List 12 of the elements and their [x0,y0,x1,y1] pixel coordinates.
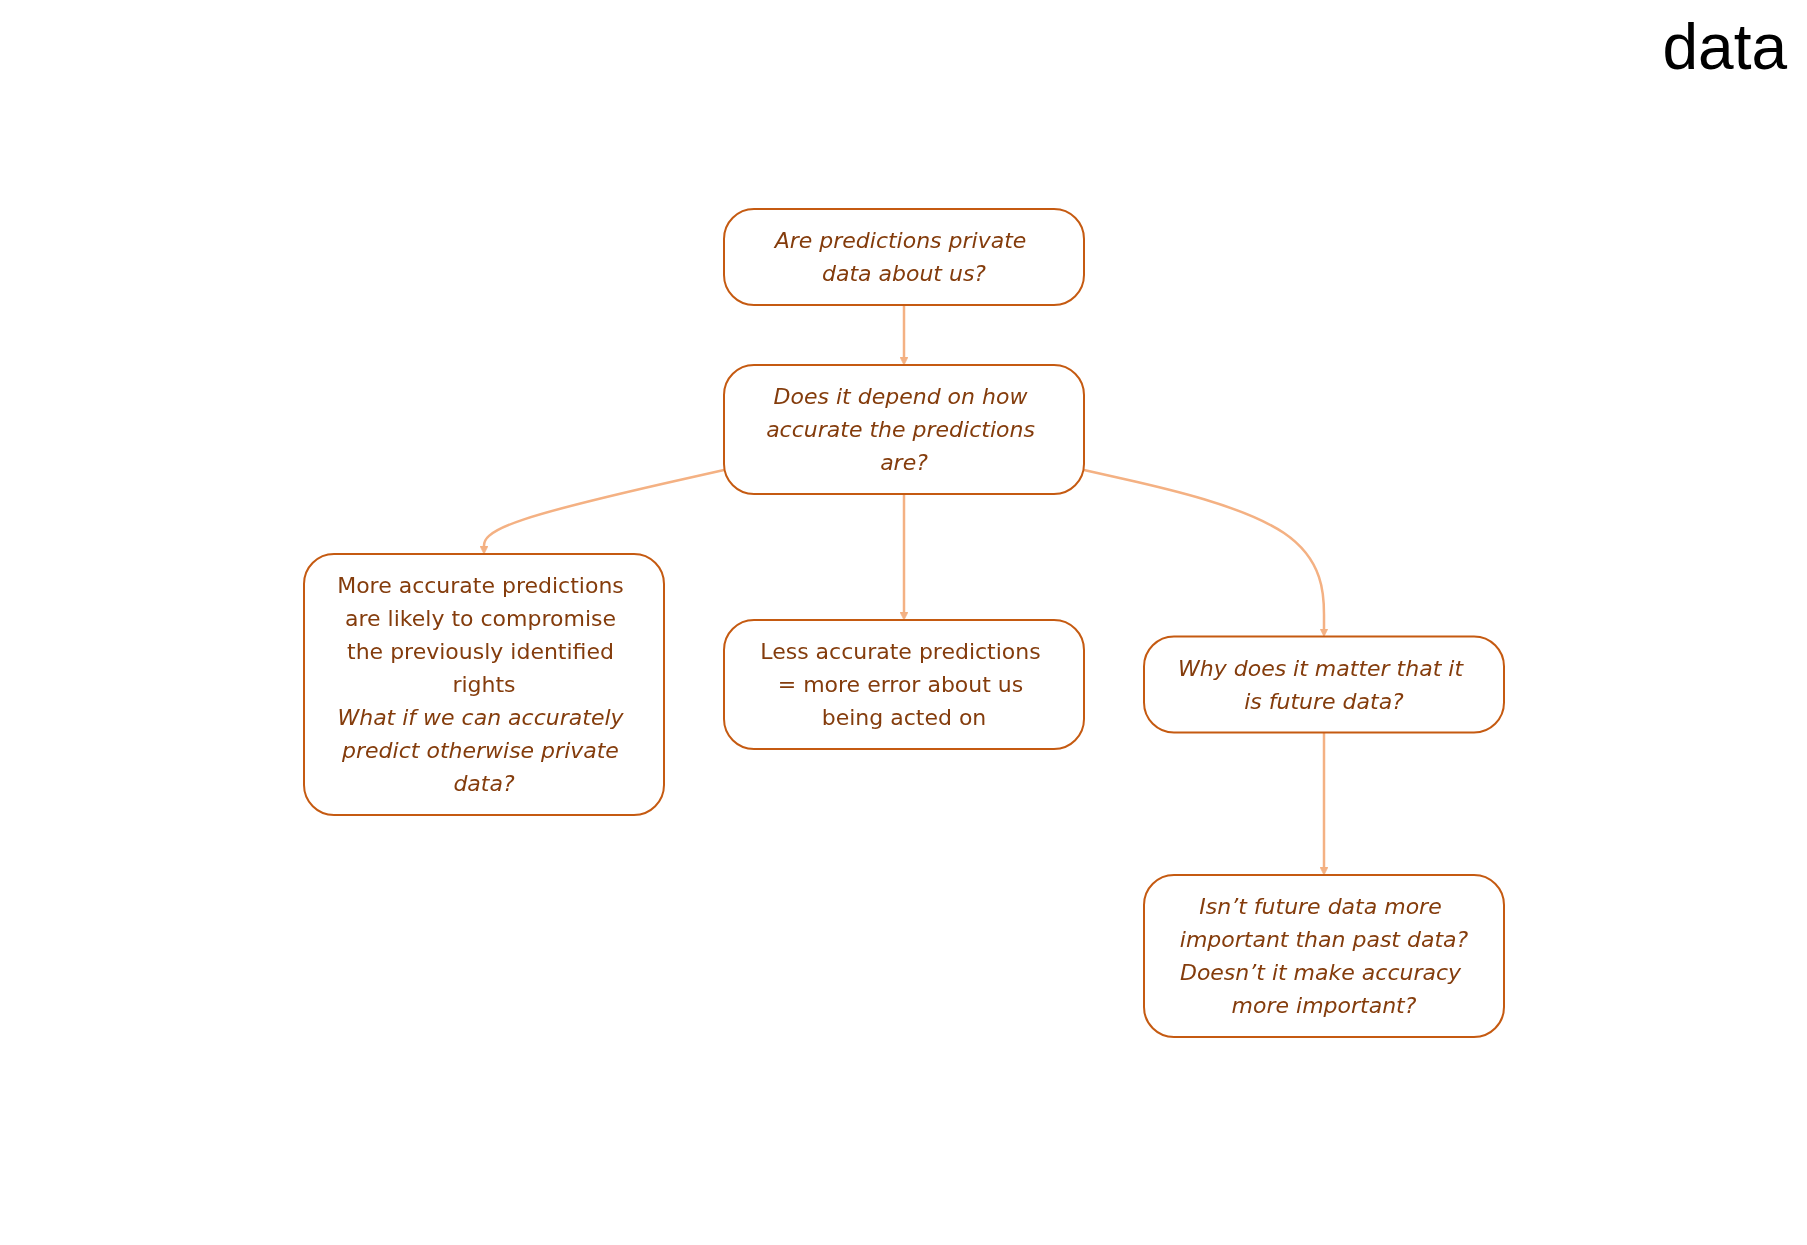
heading-text: data [1662,10,1787,84]
node-box: More accurate predictions are likely to compromise the previously identified rights What if we can accurately predict otherwise private data? [302,552,665,816]
node-box: Are predictions private data about us? [722,207,1085,306]
node-box: Does it depend on how accurate the predictions are? [722,363,1085,495]
arrow [1083,468,1328,637]
arrow [479,468,724,554]
arrow [1319,732,1328,875]
node-box: Less accurate predictions = more error about us being acted on [722,618,1085,750]
arrow [899,304,908,365]
node-box: Isn’t future data more important than past data? Doesn’t it make accuracy more important? [1142,873,1505,1038]
arrow [899,493,908,620]
node-box: Why does it matter that it is future data? [1142,635,1505,733]
